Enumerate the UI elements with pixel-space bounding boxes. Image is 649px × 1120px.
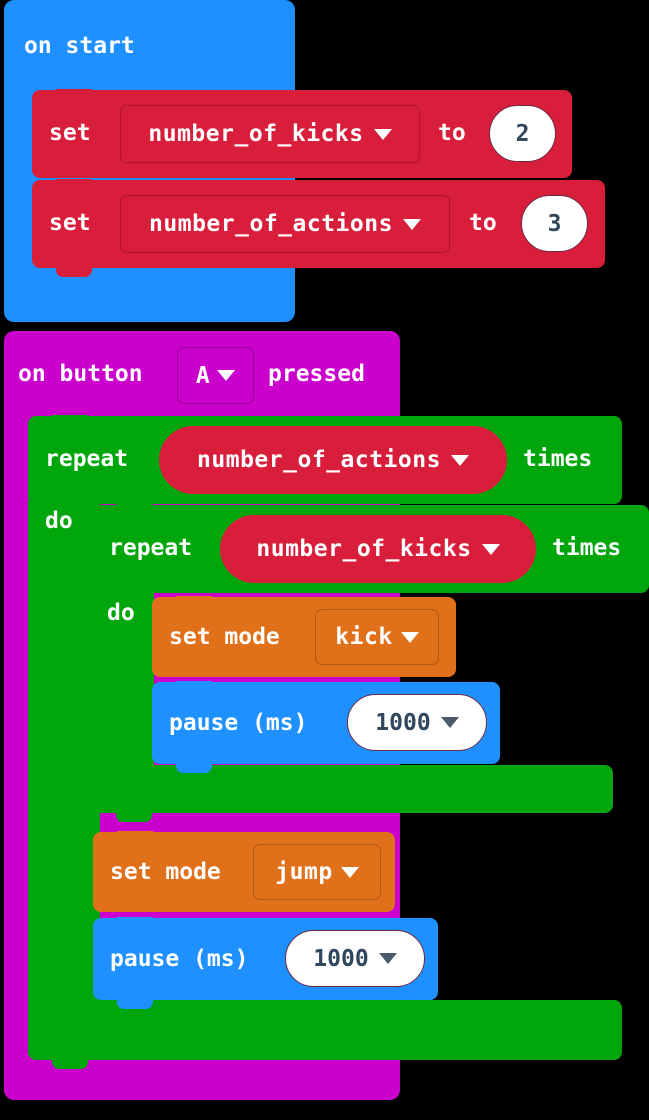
repeat-kicks-block-top[interactable]: repeat number_of_kicks times [92,504,649,593]
variable-dropdown-kicks[interactable]: number_of_kicks [120,105,420,163]
chevron-down-icon [378,953,397,964]
repeat-actions-block-top[interactable]: repeat number_of_actions times [28,415,622,504]
value-field-kicks[interactable]: 2 [489,105,556,162]
block-notch-bottom [117,1000,153,1009]
block-notch-bottom [52,1060,88,1069]
to-connector-label: to [469,210,497,236]
chevron-down-icon [217,370,236,381]
chevron-down-icon [400,631,419,643]
pause-keyword-label: pause (ms) [110,946,249,972]
value-text: 3 [547,210,562,237]
repeat-actions-block-bottom[interactable] [28,1000,622,1069]
repeat-actions-spine [28,500,100,1045]
repeat-keyword-label: repeat [45,446,129,472]
pause-duration-text: 1000 [375,709,431,736]
block-notch-bottom [116,813,152,822]
pause-duration-field-kick[interactable]: 1000 [347,694,487,751]
mode-value-label: jump [275,859,333,885]
block-notch-top [176,681,212,690]
variable-reporter-kicks[interactable]: number_of_kicks [220,515,536,583]
chevron-down-icon [481,543,500,555]
set-keyword-label: set [49,120,91,146]
repeat-suffix-label: times [523,446,593,472]
variable-name-label: number_of_kicks [148,121,364,147]
set-variable-block-kicks[interactable]: set number_of_kicks to 2 [32,89,572,178]
block-notch-top [56,179,92,188]
value-text: 2 [515,120,530,147]
set-mode-block-jump[interactable]: set mode jump [93,831,395,912]
pause-duration-field-jump[interactable]: 1000 [285,930,425,987]
variable-name-label: number_of_actions [197,447,441,473]
mode-dropdown-kick[interactable]: kick [315,609,439,665]
block-notch-top [116,504,152,513]
chevron-down-icon [340,866,359,878]
repeat-kicks-do-label: do [107,600,135,626]
block-notch-top [117,831,153,840]
block-notch-top [117,917,153,926]
pause-block-kick[interactable]: pause (ms) 1000 [152,681,500,773]
set-variable-block-actions[interactable]: set number_of_actions to 3 [32,179,605,277]
pause-block-jump[interactable]: pause (ms) 1000 [93,917,438,1009]
on-start-label: on start [24,33,135,59]
mode-dropdown-jump[interactable]: jump [253,844,381,900]
chevron-down-icon [402,218,421,230]
repeat-actions-do-label: do [45,508,73,534]
variable-name-label: number_of_actions [149,211,393,237]
button-value-label: A [195,362,211,389]
variable-dropdown-actions[interactable]: number_of_actions [120,195,450,253]
set-mode-block-kick[interactable]: set mode kick [152,596,456,677]
on-button-label-before: on button [18,361,143,387]
repeat-suffix-label: times [552,535,622,561]
on-button-label-after: pressed [268,361,365,387]
set-keyword-label: set [49,210,91,236]
chevron-down-icon [440,717,459,728]
variable-reporter-actions[interactable]: number_of_actions [159,426,507,494]
block-notch-bottom [176,764,212,773]
block-notch-bottom [56,268,92,277]
pause-keyword-label: pause (ms) [169,710,308,736]
repeat-kicks-spine [92,590,154,790]
pause-duration-text: 1000 [313,945,369,972]
block-notch-top [56,89,92,98]
to-connector-label: to [438,120,466,146]
repeat-keyword-label: repeat [109,535,193,561]
set-mode-keyword-label: set mode [110,859,221,885]
mode-value-label: kick [335,624,393,650]
chevron-down-icon [373,128,392,140]
button-dropdown[interactable]: A [177,347,254,404]
set-mode-keyword-label: set mode [169,624,280,650]
value-field-actions[interactable]: 3 [521,195,588,252]
variable-name-label: number_of_kicks [256,536,472,562]
chevron-down-icon [450,454,469,466]
block-notch-top [52,415,88,424]
block-notch-top [176,596,212,605]
repeat-kicks-block-bottom[interactable] [92,765,613,822]
